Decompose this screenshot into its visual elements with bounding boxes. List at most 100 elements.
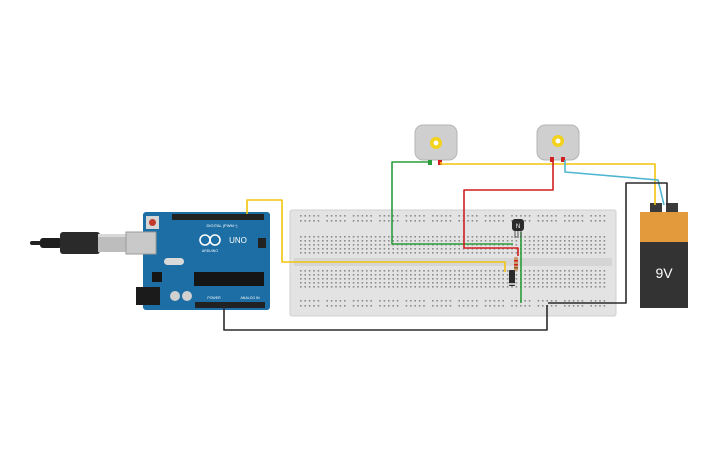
breadboard-hole[interactable] — [590, 270, 592, 272]
breadboard-hole[interactable] — [564, 215, 566, 217]
breadboard-hole[interactable] — [458, 215, 460, 217]
breadboard-hole[interactable] — [498, 270, 500, 272]
breadboard-hole[interactable] — [493, 270, 496, 272]
breadboard-hole[interactable] — [436, 286, 438, 288]
breadboard-hole[interactable] — [568, 300, 570, 302]
breadboard-hole[interactable] — [489, 270, 491, 272]
breadboard-hole[interactable] — [405, 270, 408, 272]
breadboard-hole[interactable] — [564, 270, 566, 272]
wire-black-battery[interactable] — [548, 182, 668, 304]
breadboard-hole[interactable] — [480, 240, 482, 242]
breadboard-hole[interactable] — [322, 236, 324, 238]
breadboard-hole[interactable] — [559, 278, 562, 280]
breadboard-hole[interactable] — [304, 240, 306, 242]
breadboard-hole[interactable] — [418, 236, 421, 238]
breadboard-hole[interactable] — [449, 244, 452, 246]
breadboard-hole[interactable] — [467, 270, 469, 272]
breadboard-hole[interactable] — [427, 252, 430, 254]
breadboard-hole[interactable] — [330, 248, 333, 250]
breadboard-hole[interactable] — [344, 305, 346, 307]
breadboard-hole[interactable] — [489, 300, 491, 302]
breadboard-hole[interactable] — [581, 220, 584, 222]
breadboard-hole[interactable] — [467, 305, 469, 307]
breadboard-hole[interactable] — [502, 215, 504, 217]
breadboard-hole[interactable] — [379, 300, 381, 302]
breadboard-hole[interactable] — [317, 282, 320, 284]
breadboard-hole[interactable] — [555, 248, 557, 250]
breadboard-hole[interactable] — [313, 236, 315, 238]
breadboard-hole[interactable] — [581, 282, 584, 284]
breadboard-hole[interactable] — [520, 305, 522, 307]
breadboard-hole[interactable] — [590, 286, 592, 288]
breadboard-hole[interactable] — [383, 300, 386, 302]
breadboard-hole[interactable] — [418, 220, 421, 222]
breadboard-hole[interactable] — [366, 282, 368, 284]
breadboard-hole[interactable] — [379, 278, 381, 280]
breadboard-hole[interactable] — [594, 236, 597, 238]
breadboard-hole[interactable] — [388, 274, 390, 276]
breadboard-hole[interactable] — [577, 278, 579, 280]
breadboard-hole[interactable] — [352, 240, 355, 242]
breadboard-hole[interactable] — [445, 236, 447, 238]
breadboard-hole[interactable] — [432, 220, 434, 222]
breadboard-hole[interactable] — [344, 300, 346, 302]
breadboard-hole[interactable] — [304, 220, 306, 222]
breadboard-hole[interactable] — [498, 300, 500, 302]
breadboard-hole[interactable] — [357, 244, 359, 246]
breadboard-hole[interactable] — [471, 282, 474, 284]
breadboard-hole[interactable] — [366, 252, 368, 254]
breadboard-hole[interactable] — [392, 240, 394, 242]
breadboard-hole[interactable] — [432, 286, 434, 288]
breadboard-hole[interactable] — [594, 282, 597, 284]
breadboard-hole[interactable] — [427, 282, 430, 284]
breadboard-hole[interactable] — [476, 274, 478, 276]
breadboard-hole[interactable] — [528, 252, 531, 254]
breadboard-hole[interactable] — [471, 274, 474, 276]
breadboard-hole[interactable] — [502, 240, 504, 242]
breadboard-hole[interactable] — [388, 240, 390, 242]
breadboard-hole[interactable] — [304, 274, 306, 276]
breadboard-hole[interactable] — [361, 305, 364, 307]
breadboard-hole[interactable] — [374, 236, 377, 238]
breadboard-hole[interactable] — [401, 244, 403, 246]
breadboard-hole[interactable] — [572, 220, 575, 222]
breadboard-hole[interactable] — [480, 282, 482, 284]
breadboard-hole[interactable] — [366, 236, 368, 238]
breadboard-hole[interactable] — [308, 300, 311, 302]
breadboard-hole[interactable] — [392, 300, 394, 302]
breadboard-hole[interactable] — [410, 274, 412, 276]
breadboard-hole[interactable] — [339, 248, 342, 250]
breadboard-hole[interactable] — [555, 274, 557, 276]
breadboard-hole[interactable] — [396, 286, 399, 288]
breadboard-hole[interactable] — [458, 220, 460, 222]
breadboard-hole[interactable] — [304, 252, 306, 254]
breadboard-hole[interactable] — [480, 286, 482, 288]
breadboard-hole[interactable] — [581, 240, 584, 242]
breadboard-hole[interactable] — [423, 244, 425, 246]
breadboard-hole[interactable] — [357, 252, 359, 254]
breadboard-hole[interactable] — [317, 236, 320, 238]
breadboard-hole[interactable] — [339, 274, 342, 276]
breadboard-hole[interactable] — [506, 278, 509, 280]
breadboard-hole[interactable] — [493, 282, 496, 284]
breadboard-hole[interactable] — [361, 282, 364, 284]
breadboard-hole[interactable] — [542, 300, 544, 302]
breadboard-hole[interactable] — [511, 286, 513, 288]
breadboard-hole[interactable] — [454, 286, 456, 288]
breadboard-hole[interactable] — [546, 244, 548, 246]
wire-red-motor[interactable] — [463, 159, 554, 256]
npn-transistor[interactable]: N — [512, 219, 524, 238]
breadboard-hole[interactable] — [432, 278, 434, 280]
reset-button[interactable] — [149, 219, 156, 226]
breadboard-hole[interactable] — [427, 286, 430, 288]
breadboard-hole[interactable] — [581, 248, 584, 250]
breadboard-hole[interactable] — [476, 270, 478, 272]
breadboard-hole[interactable] — [489, 274, 491, 276]
breadboard-hole[interactable] — [599, 274, 601, 276]
breadboard-hole[interactable] — [577, 270, 579, 272]
breadboard-hole[interactable] — [300, 286, 302, 288]
breadboard-hole[interactable] — [304, 305, 306, 307]
breadboard-hole[interactable] — [581, 305, 584, 307]
breadboard-hole[interactable] — [550, 282, 553, 284]
breadboard-hole[interactable] — [524, 252, 526, 254]
